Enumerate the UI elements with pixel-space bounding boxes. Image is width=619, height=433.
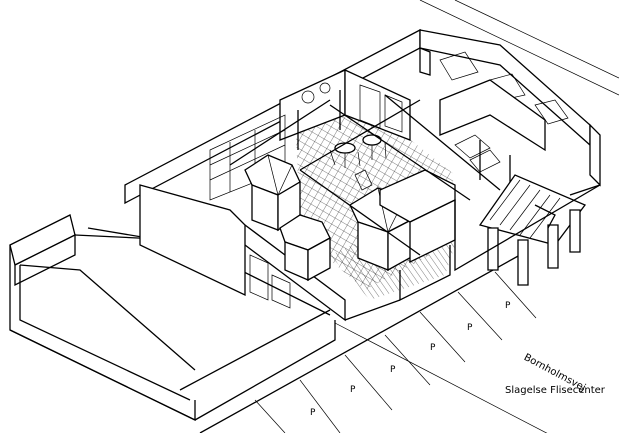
parking-markers: P P P P P P [310,301,511,418]
display-kiosk-2 [279,214,331,282]
building-caption: Slagelse Flisecenter [505,385,605,396]
partition-wall [139,184,346,322]
street-edge [419,0,619,96]
parking-area [199,254,548,433]
right-interior [439,79,546,195]
parking-marker: P [310,408,316,418]
parking-marker: P [430,343,436,353]
seating-area [329,134,387,191]
building-annex [9,214,336,422]
parking-marker: P [505,301,511,311]
parking-marker: P [467,323,473,333]
display-kiosk-1 [244,154,301,232]
parking-marker: P [350,385,356,395]
front-wall [344,184,601,321]
parking-marker: P [390,365,396,375]
roof-beams [229,94,501,256]
entrance-canopy [478,174,587,286]
